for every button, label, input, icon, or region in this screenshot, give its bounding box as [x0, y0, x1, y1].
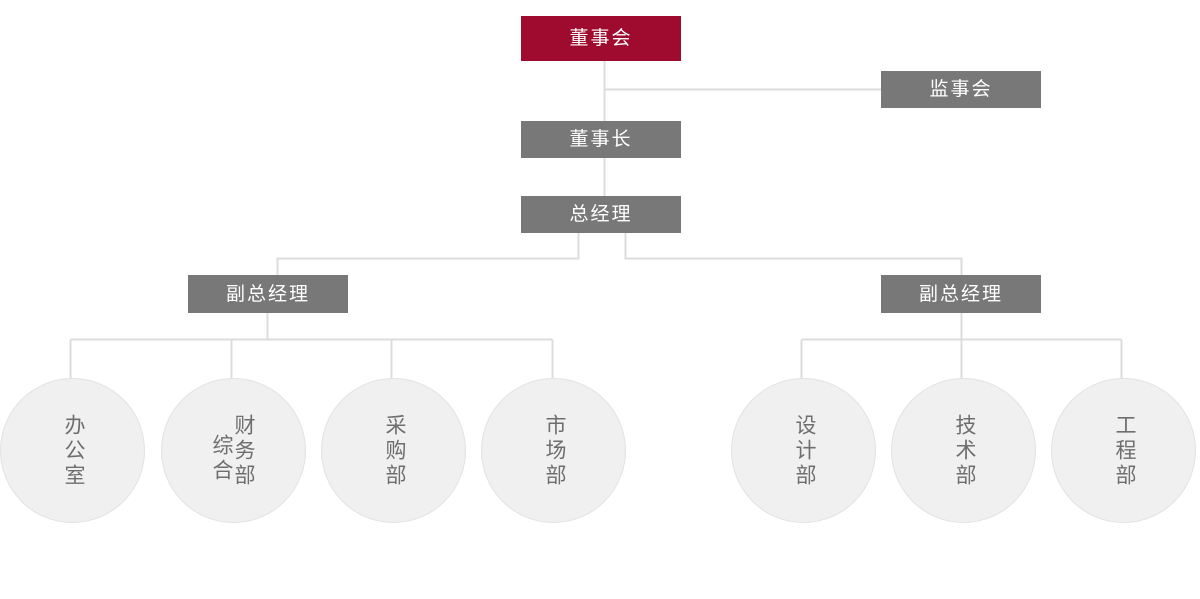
node-purchasing[interactable]: 采购部 [321, 378, 466, 523]
node-technology[interactable]: 技术部 [891, 378, 1036, 523]
edge-gm-to-dgm-right [624, 233, 963, 275]
node-chairman[interactable]: 董事长 [521, 121, 681, 158]
node-engineering-label: 工程部 [1113, 414, 1137, 489]
node-finance[interactable]: 综合 财务部 [161, 378, 306, 523]
node-board-of-directors[interactable]: 董事会 [521, 16, 681, 61]
node-office-label: 办公室 [62, 414, 86, 489]
node-deputy-general-manager-left[interactable]: 副总经理 [188, 275, 348, 313]
node-technology-label: 技术部 [953, 414, 977, 489]
node-general-manager[interactable]: 总经理 [521, 196, 681, 233]
node-engineering[interactable]: 工程部 [1051, 378, 1196, 523]
node-board-of-supervisors[interactable]: 监事会 [881, 71, 1041, 108]
node-marketing-label: 市场部 [543, 414, 567, 489]
node-design[interactable]: 设计部 [731, 378, 876, 523]
node-marketing[interactable]: 市场部 [481, 378, 626, 523]
edge-gm-to-dgm-left [276, 233, 580, 275]
node-deputy-general-manager-right[interactable]: 副总经理 [881, 275, 1041, 313]
node-office[interactable]: 办公室 [0, 378, 145, 523]
node-finance-overlap-label: 综合 [210, 433, 234, 484]
node-finance-label: 财务部 [232, 414, 256, 489]
node-design-label: 设计部 [793, 414, 817, 489]
node-purchasing-label: 采购部 [383, 414, 407, 489]
